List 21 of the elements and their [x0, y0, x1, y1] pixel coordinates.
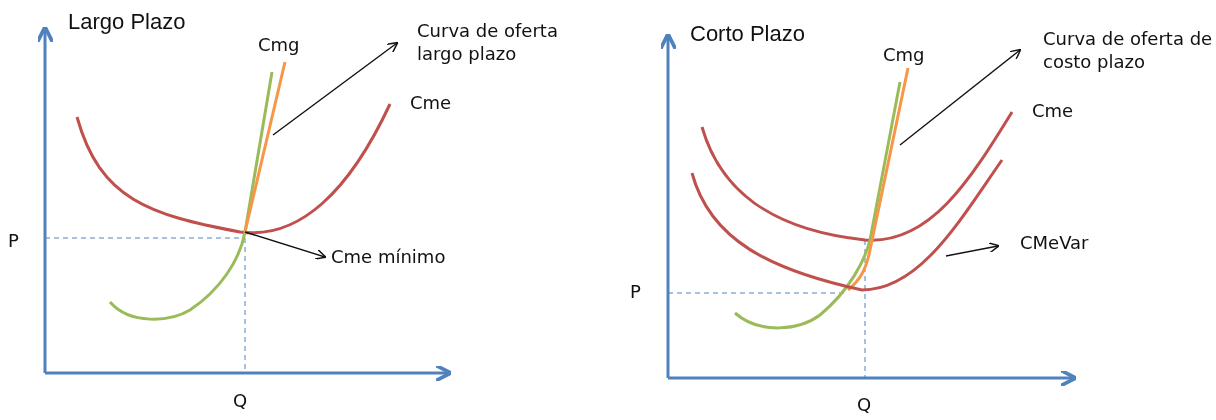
- callout-text: Curva de oferta de costo plazo: [1020, 28, 1216, 73]
- callout-text: Cme mínimo: [325, 246, 446, 269]
- curve-label: Cme: [1032, 100, 1074, 123]
- supply-curve: [847, 67, 910, 292]
- curve-label: Cmg: [883, 44, 925, 67]
- callout-text: CMeVar: [998, 232, 1089, 255]
- chart-title: Corto Plazo: [690, 20, 805, 48]
- leader-arrow: [272, 41, 399, 136]
- leader-arrow: [899, 48, 1022, 146]
- callout-text: Curva de oferta largo plazo: [397, 20, 592, 65]
- axis-label: P: [630, 281, 641, 304]
- curve-label: Cme: [410, 92, 452, 115]
- cost-curve: [690, 159, 1004, 292]
- axis-label: Q: [233, 390, 248, 413]
- axis-label: P: [8, 230, 19, 253]
- axis-label: Q: [857, 394, 872, 417]
- curve-label: Cmg: [258, 34, 300, 57]
- chart-title: Largo Plazo: [68, 8, 186, 36]
- supply-curve: [243, 61, 287, 233]
- leader-arrow: [945, 242, 1000, 257]
- leader-arrow: [244, 231, 327, 260]
